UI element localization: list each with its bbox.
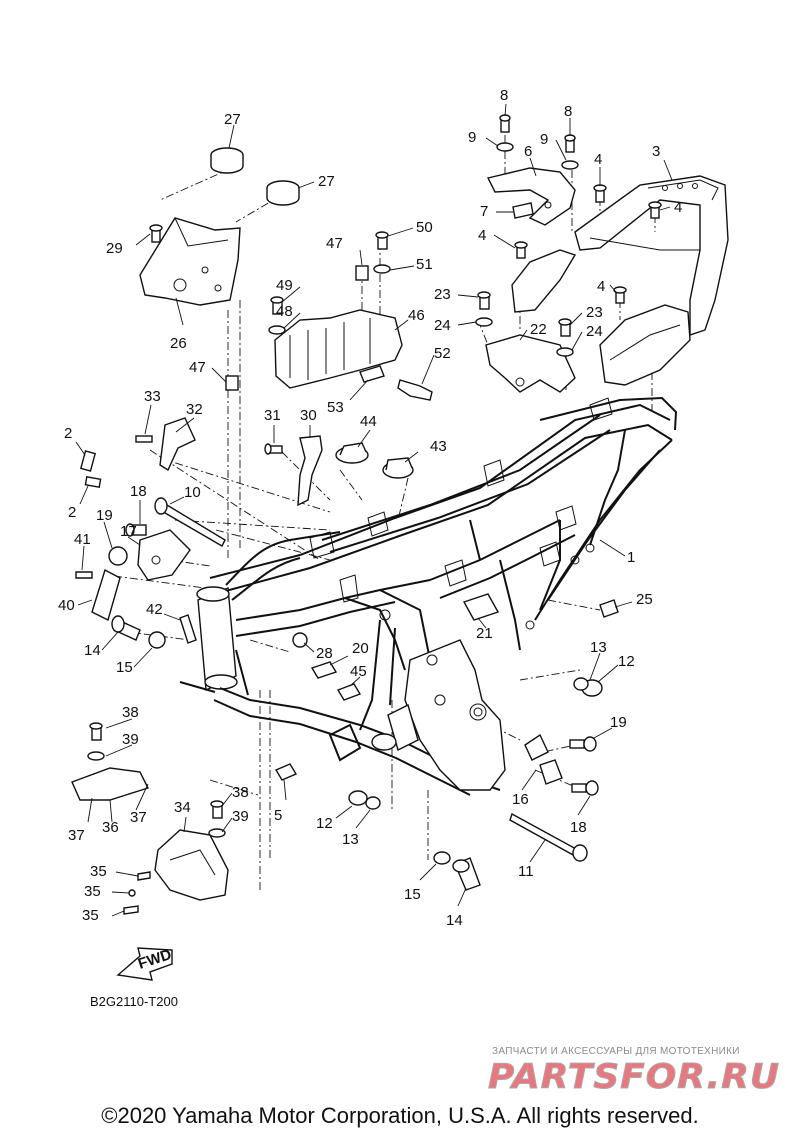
label-part-22: 22	[530, 321, 547, 338]
diagram-code: B2G2110-T200	[90, 994, 178, 1009]
label-part-17: 17	[120, 523, 137, 540]
label-part-39: 39	[232, 808, 249, 825]
tray-46-group	[225, 231, 433, 401]
label-part-16: 16	[512, 791, 529, 808]
label-part-28: 28	[316, 645, 333, 662]
label-part-8: 8	[500, 87, 508, 104]
label-part-21: 21	[476, 625, 493, 642]
label-part-47: 47	[189, 359, 206, 376]
label-part-36: 36	[102, 819, 119, 836]
label-part-18: 18	[570, 819, 587, 836]
label-part-27: 27	[224, 111, 241, 128]
label-part-40: 40	[58, 597, 75, 614]
label-part-7: 7	[480, 203, 488, 220]
label-part-42: 42	[146, 601, 163, 618]
label-part-43: 43	[430, 438, 447, 455]
label-part-24: 24	[434, 317, 451, 334]
left-front-parts-group	[75, 497, 226, 649]
label-part-19: 19	[610, 714, 627, 731]
label-part-20: 20	[352, 640, 369, 657]
label-part-26: 26	[170, 335, 187, 352]
label-part-52: 52	[434, 345, 451, 362]
watermark-tagline: ЗАПЧАСТИ И АКСЕССУАРЫ ДЛЯ МОТОТЕХНИКИ	[492, 1046, 740, 1057]
label-part-30: 30	[300, 407, 317, 424]
bottom-left-parts-group	[71, 722, 229, 915]
label-part-25: 25	[636, 591, 653, 608]
label-part-38: 38	[122, 704, 139, 721]
watermark-logo: PARTSFOR.RU	[488, 1057, 780, 1097]
label-part-37: 37	[130, 809, 147, 826]
label-part-31: 31	[264, 407, 281, 424]
label-part-39: 39	[122, 731, 139, 748]
fwd-arrow-icon: FWD	[116, 946, 174, 981]
small-brackets-group	[79, 417, 414, 507]
label-part-33: 33	[144, 388, 161, 405]
label-part-23: 23	[586, 304, 603, 321]
label-part-4: 4	[594, 151, 602, 168]
label-part-29: 29	[106, 240, 123, 257]
label-part-32: 32	[186, 401, 203, 418]
rear-carrier-group	[511, 175, 729, 386]
label-part-4: 4	[597, 278, 605, 295]
label-part-48: 48	[276, 303, 293, 320]
bracket-22-group	[475, 291, 576, 393]
label-part-8: 8	[564, 103, 572, 120]
label-part-9: 9	[468, 129, 476, 146]
label-part-14: 14	[446, 912, 463, 929]
label-part-9: 9	[540, 131, 548, 148]
label-part-19: 19	[96, 507, 113, 524]
label-part-24: 24	[586, 323, 603, 340]
part-labels: 3 27 27 29 26 47 50 51 49 48 46 47 52 53…	[58, 87, 682, 929]
label-part-53: 53	[327, 399, 344, 416]
label-part-1: 1	[627, 549, 635, 566]
copyright-notice: ©2020 Yamaha Motor Corporation, U.S.A. A…	[101, 1103, 699, 1128]
label-part-44: 44	[360, 413, 377, 430]
label-part-27: 27	[318, 173, 335, 190]
label-part-6: 6	[524, 143, 532, 160]
label-part-47: 47	[326, 235, 343, 252]
label-part-4: 4	[674, 199, 682, 216]
label-part-14: 14	[84, 642, 101, 659]
label-part-46: 46	[408, 307, 425, 324]
watermark-logo-text: PARTSFOR.RU	[488, 1057, 780, 1096]
label-part-35: 35	[84, 883, 101, 900]
label-part-3: 3	[652, 143, 660, 160]
label-part-13: 13	[342, 831, 359, 848]
label-part-45: 45	[350, 663, 367, 680]
label-part-35: 35	[90, 863, 107, 880]
leader-lines	[75, 103, 673, 917]
label-part-12: 12	[316, 815, 333, 832]
main-frame	[179, 396, 678, 796]
label-part-2: 2	[68, 504, 76, 521]
label-part-38: 38	[232, 784, 249, 801]
label-part-41: 41	[74, 531, 91, 548]
label-part-12: 12	[618, 653, 635, 670]
label-part-13: 13	[590, 639, 607, 656]
bracket-6-group	[486, 114, 662, 304]
label-part-2: 2	[64, 425, 72, 442]
bracket-26-group	[139, 147, 300, 306]
label-part-51: 51	[416, 256, 433, 273]
label-part-49: 49	[276, 277, 293, 294]
label-part-4: 4	[478, 227, 486, 244]
label-part-10: 10	[184, 484, 201, 501]
label-part-23: 23	[434, 286, 451, 303]
label-part-5: 5	[274, 807, 282, 824]
label-part-15: 15	[116, 659, 133, 676]
label-part-11: 11	[518, 863, 534, 880]
label-part-15: 15	[404, 886, 421, 903]
label-part-37: 37	[68, 827, 85, 844]
label-part-18: 18	[130, 483, 147, 500]
label-part-50: 50	[416, 219, 433, 236]
label-part-35: 35	[82, 907, 99, 924]
label-part-34: 34	[174, 799, 191, 816]
right-side-parts-group	[274, 599, 619, 891]
